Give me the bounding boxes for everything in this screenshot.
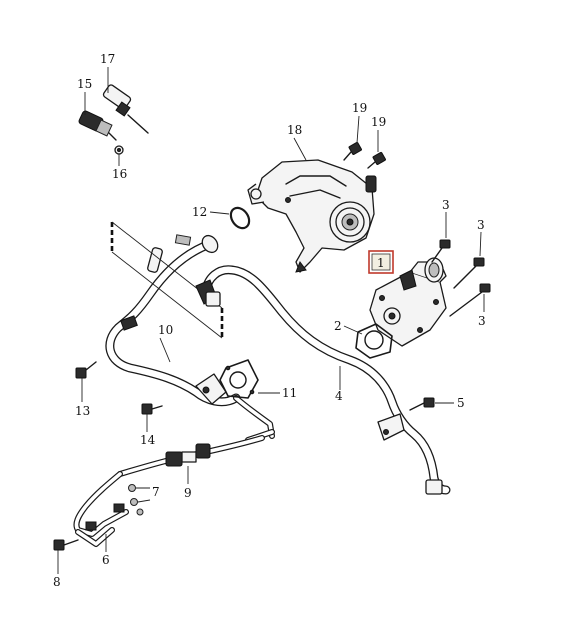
part-2-gasket[interactable] — [355, 323, 393, 359]
callout-9: 9 — [184, 486, 192, 500]
leader-12 — [209, 211, 230, 215]
part-12-o-ring[interactable] — [227, 204, 253, 231]
callout-4: 4 — [335, 389, 343, 403]
highlight-box-1 — [368, 250, 394, 274]
part-9-hose[interactable] — [117, 435, 265, 477]
part-4-coolant-pipe[interactable] — [195, 265, 451, 495]
part-6-tube[interactable] — [73, 471, 129, 547]
callout-19-b: 19 — [371, 115, 386, 129]
callout-8: 8 — [53, 575, 61, 589]
callout-box-1 — [371, 253, 391, 271]
part-14-bolt[interactable] — [141, 403, 163, 415]
callout-18: 18 — [287, 123, 302, 137]
part-3-bolt-b[interactable] — [453, 257, 485, 289]
callout-3-c: 3 — [478, 314, 486, 328]
part-13-bolt[interactable] — [75, 361, 97, 379]
callout-13: 13 — [75, 404, 90, 418]
callout-3-b: 3 — [477, 218, 485, 232]
callout-1: 1 — [377, 256, 385, 270]
callout-14: 14 — [140, 433, 156, 447]
part-19-bolt-b[interactable] — [367, 151, 386, 169]
callout-5: 5 — [457, 396, 465, 410]
callout-11: 11 — [282, 386, 297, 400]
part-5-bolt[interactable] — [409, 397, 435, 411]
part-1-thermostat-housing[interactable] — [369, 257, 447, 347]
part-18-pump-housing[interactable] — [247, 159, 377, 273]
part-8-bolt[interactable] — [53, 539, 79, 551]
part-19-bolt-a[interactable] — [343, 141, 362, 161]
leader-10 — [159, 337, 171, 363]
callout-3-a: 3 — [442, 198, 450, 212]
part-16-washer[interactable] — [114, 145, 124, 155]
callout-2: 2 — [334, 319, 342, 333]
frame-line-bottom — [111, 251, 223, 339]
part-3-bolt-a[interactable] — [431, 239, 451, 263]
leader-2 — [343, 325, 363, 335]
leader-7 — [136, 487, 151, 503]
callout-10: 10 — [158, 323, 173, 337]
callout-7: 7 — [152, 485, 160, 499]
callout-19-a: 19 — [352, 101, 367, 115]
part-15-sensor[interactable] — [78, 110, 117, 141]
callout-16: 16 — [112, 167, 127, 181]
part-11-gasket[interactable] — [219, 359, 259, 399]
callout-17: 17 — [100, 52, 115, 66]
callout-12: 12 — [192, 205, 207, 219]
callout-15: 15 — [77, 77, 92, 91]
part-17-sensor[interactable] — [102, 84, 149, 134]
part-7-clips[interactable] — [128, 484, 144, 516]
leader-19a — [356, 115, 360, 144]
callout-6: 6 — [102, 553, 110, 567]
part-3-bolt-c[interactable] — [449, 283, 491, 317]
leader-18 — [293, 137, 307, 161]
leader-3b — [479, 231, 482, 257]
part-10-coolant-hose[interactable] — [105, 233, 275, 443]
